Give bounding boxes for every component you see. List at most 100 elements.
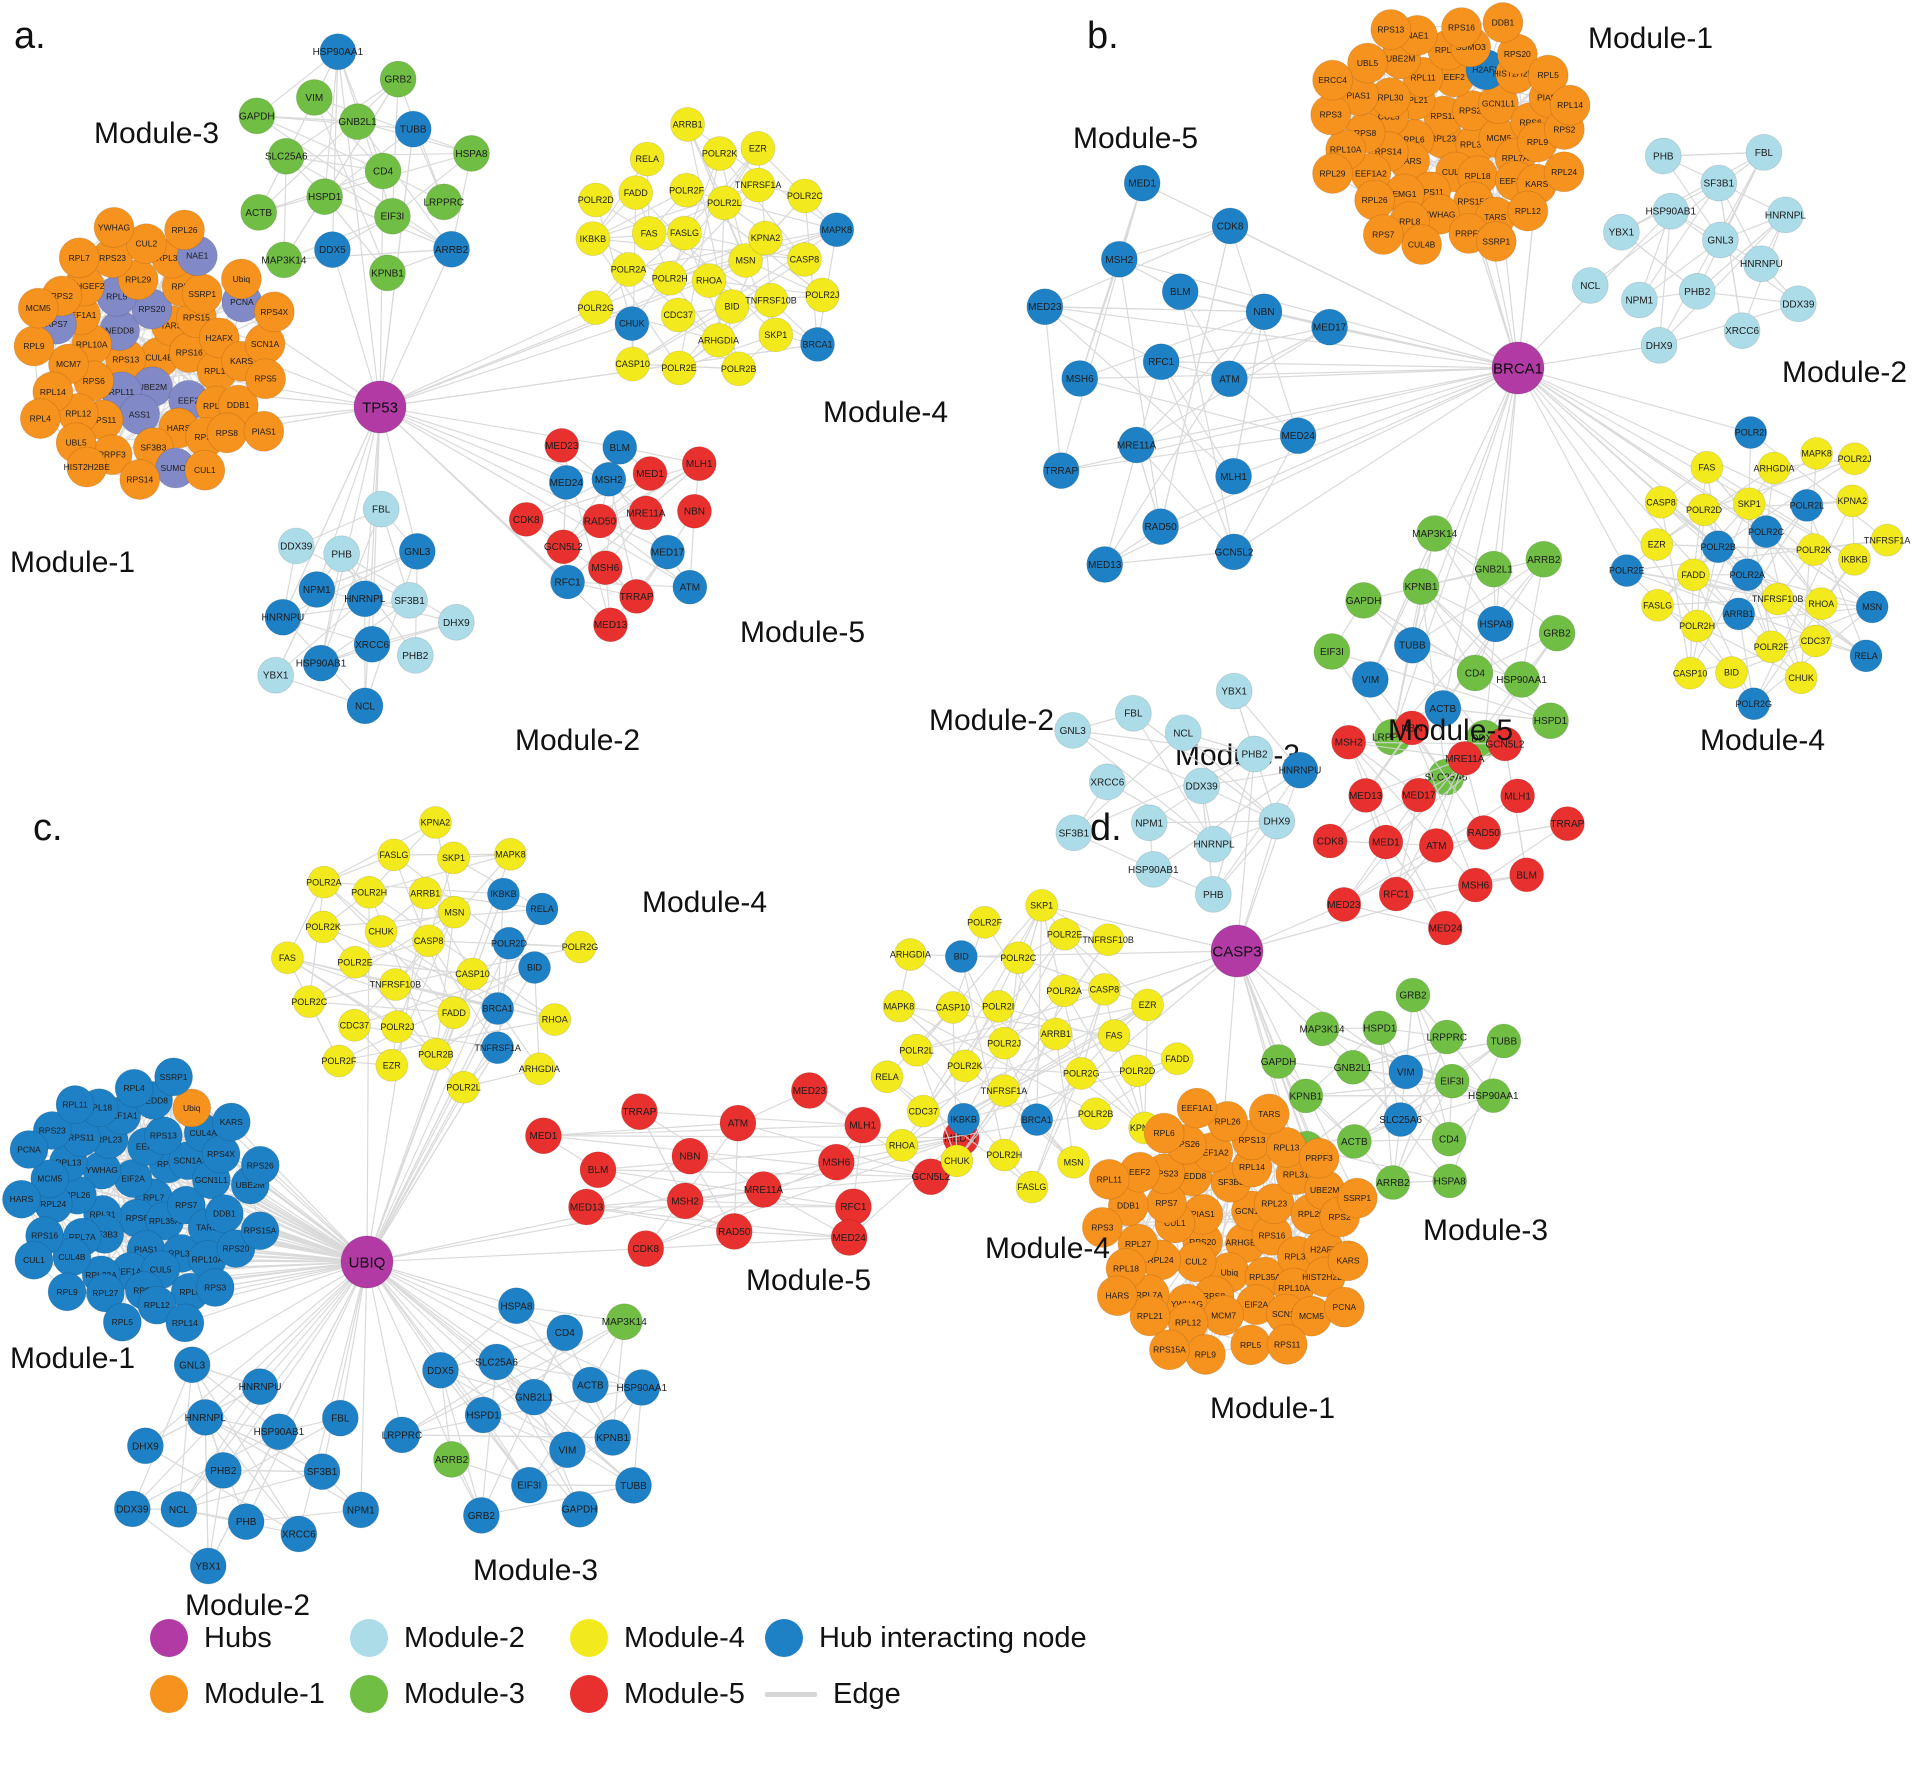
node-MED13[interactable]: MED13	[1348, 778, 1384, 813]
node-MED23[interactable]: MED23	[544, 428, 580, 463]
node-RPL4[interactable]: RPL4	[19, 398, 61, 439]
node-NCL[interactable]: NCL	[160, 1490, 198, 1528]
node-MSH2[interactable]: MSH2	[591, 461, 627, 497]
node-YWHAG[interactable]: YWHAG	[93, 206, 135, 248]
node-POLR2I[interactable]: POLR2I	[1734, 416, 1768, 449]
node-NCL[interactable]: NCL	[1164, 714, 1202, 752]
node-NBN[interactable]: NBN	[677, 493, 712, 529]
node-CUL2[interactable]: CUL2	[125, 223, 167, 265]
node-RPL6[interactable]: RPL6	[1143, 1112, 1185, 1154]
node-POLR2D[interactable]: POLR2D	[578, 182, 615, 218]
node-CDK8[interactable]: CDK8	[627, 1230, 665, 1268]
node-DDX5[interactable]: DDX5	[313, 231, 351, 269]
node-CUL1[interactable]: CUL1	[14, 1240, 54, 1280]
node-POLR2L[interactable]: POLR2L	[1790, 489, 1825, 522]
node-HNRNPL[interactable]: HNRNPL	[185, 1398, 227, 1436]
node-LRPPRC[interactable]: LRPPRC	[382, 1416, 423, 1454]
node-NCL[interactable]: NCL	[1571, 267, 1609, 304]
node-EZR[interactable]: EZR	[1131, 988, 1164, 1022]
node-TARS[interactable]: TARS	[1248, 1093, 1290, 1135]
node-RPL29[interactable]: RPL29	[1312, 153, 1353, 194]
node-IKBKB[interactable]: IKBKB	[575, 221, 611, 257]
node-POLR2G[interactable]: POLR2G	[1736, 687, 1773, 721]
node-RPL5[interactable]: RPL5	[1230, 1324, 1272, 1366]
node-RPS13[interactable]: RPS13	[143, 1116, 183, 1156]
node-MRE11A[interactable]: MRE11A	[626, 495, 666, 531]
node-CASP8[interactable]: CASP8	[1644, 485, 1678, 519]
node-POLR2C[interactable]: POLR2C	[291, 985, 328, 1019]
node-MSN[interactable]: MSN	[1057, 1145, 1090, 1179]
node-IKBKB[interactable]: IKBKB	[1838, 542, 1871, 576]
node-RFC1[interactable]: RFC1	[1378, 876, 1414, 912]
node-TNFRSF1A[interactable]: TNFRSF1A	[1864, 523, 1911, 557]
node-POLR2G[interactable]: POLR2G	[562, 930, 599, 964]
node-ARHGDIA[interactable]: ARHGDIA	[519, 1052, 560, 1086]
node-DDB1[interactable]: DDB1	[1482, 2, 1524, 43]
node-YBX1[interactable]: YBX1	[1215, 672, 1253, 710]
node-BLM[interactable]: BLM	[579, 1151, 617, 1189]
node-NBN[interactable]: NBN	[1245, 293, 1283, 331]
node-CHUK[interactable]: CHUK	[940, 1144, 974, 1178]
node-POLR2D[interactable]: POLR2D	[1686, 493, 1723, 527]
node-PHB2[interactable]: PHB2	[396, 636, 434, 674]
node-YBX1[interactable]: YBX1	[257, 656, 295, 694]
node-MED1[interactable]: MED1	[525, 1117, 562, 1155]
node-HSP90AB1[interactable]: HSP90AB1	[1645, 192, 1696, 230]
node-GAPDH[interactable]: GAPDH	[1345, 581, 1382, 619]
node-RPL21[interactable]: RPL21	[1129, 1295, 1171, 1337]
node-ARRB1[interactable]: ARRB1	[1722, 597, 1756, 631]
node-RPL12[interactable]: RPL12	[1507, 190, 1549, 232]
node-HARS[interactable]: HARS	[1096, 1275, 1138, 1317]
node-PCNA[interactable]: PCNA	[9, 1130, 49, 1169]
node-CASP8[interactable]: CASP8	[787, 242, 822, 277]
node-XRCC6[interactable]: XRCC6	[1723, 312, 1761, 350]
node-RPS3[interactable]: RPS3	[1310, 94, 1352, 136]
node-CDK8[interactable]: CDK8	[1312, 823, 1348, 859]
node-POLR2J[interactable]: POLR2J	[804, 277, 840, 313]
node-RPL5[interactable]: RPL5	[102, 1302, 142, 1342]
node-MED23[interactable]: MED23	[1326, 886, 1362, 922]
node-MED13[interactable]: MED13	[593, 607, 628, 643]
node-ATM[interactable]: ATM	[672, 569, 708, 605]
node-RAD50[interactable]: RAD50	[1466, 815, 1502, 850]
node-BRCA1[interactable]: BRCA1	[800, 327, 835, 362]
node-POLR2G[interactable]: POLR2G	[1063, 1057, 1100, 1090]
node-SLC25A6[interactable]: SLC25A6	[475, 1343, 518, 1381]
node-GNL3[interactable]: GNL3	[173, 1346, 211, 1384]
node-ARRB1[interactable]: ARRB1	[1039, 1017, 1073, 1051]
node-KPNA2[interactable]: KPNA2	[1835, 484, 1869, 518]
node-SKP1[interactable]: SKP1	[1025, 888, 1059, 922]
node-TUBB[interactable]: TUBB	[615, 1466, 652, 1504]
node-RFC1[interactable]: RFC1	[1142, 343, 1180, 381]
node-BRCA1[interactable]: BRCA1	[481, 992, 515, 1025]
node-MED24[interactable]: MED24	[830, 1219, 868, 1256]
node-RPL4[interactable]: RPL4	[114, 1068, 154, 1108]
node-GCN1L1[interactable]: GCN1L1	[1478, 83, 1519, 124]
node-MED1[interactable]: MED1	[632, 456, 668, 491]
node-HIST2H2BE[interactable]: HIST2H2BE	[64, 446, 111, 488]
node-NBN[interactable]: NBN	[1394, 710, 1430, 746]
node-CUL1[interactable]: CUL1	[184, 449, 226, 491]
node-POLR2K[interactable]: POLR2K	[702, 136, 738, 171]
node-HSP90AB1[interactable]: HSP90AB1	[1128, 851, 1179, 888]
node-PIAS1[interactable]: PIAS1	[243, 410, 285, 452]
node-TRRAP[interactable]: TRRAP	[1549, 806, 1585, 842]
node-SKP1[interactable]: SKP1	[758, 317, 794, 353]
node-TNFRSF10B[interactable]: TNFRSF10B	[1752, 582, 1804, 616]
node-MSH6[interactable]: MSH6	[587, 550, 623, 586]
node-POLR2A[interactable]: POLR2A	[611, 252, 647, 287]
node-RPS5[interactable]: RPS5	[245, 358, 286, 400]
node-BLM[interactable]: BLM	[1509, 857, 1545, 893]
node-GCN5L2[interactable]: GCN5L2	[1214, 533, 1254, 571]
node-EEF1A1[interactable]: EEF1A1	[1176, 1087, 1218, 1129]
node-SF3B1[interactable]: SF3B1	[1055, 814, 1093, 852]
node-GNB2L1[interactable]: GNB2L1	[338, 103, 377, 141]
node-RPL12[interactable]: RPL12	[137, 1285, 177, 1325]
node-POLR2C[interactable]: POLR2C	[1748, 515, 1785, 549]
node-GCN5L2[interactable]: GCN5L2	[1486, 726, 1525, 762]
node-MAPK8[interactable]: MAPK8	[882, 989, 916, 1023]
node-KPNB1[interactable]: KPNB1	[1402, 568, 1440, 605]
node-FADD[interactable]: FADD	[1160, 1042, 1194, 1076]
node-MSH2[interactable]: MSH2	[666, 1182, 704, 1220]
node-GRB2[interactable]: GRB2	[1395, 977, 1431, 1013]
